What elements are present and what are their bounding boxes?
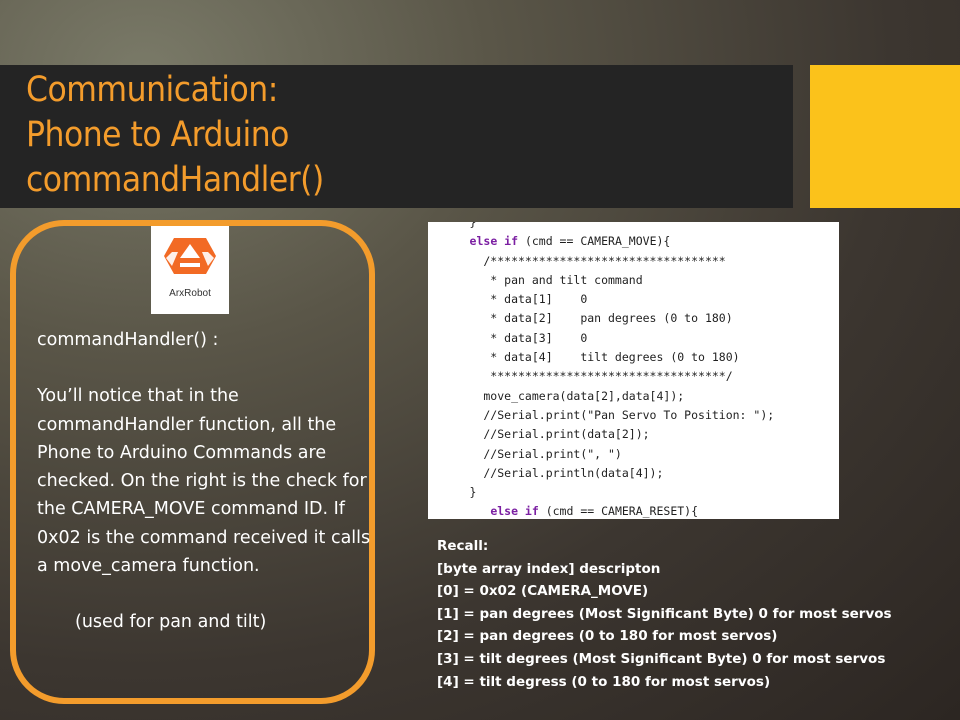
code-line: //Serial.println(data[4]); <box>483 465 664 480</box>
recall-line: [4] = tilt degress (0 to 180 for most se… <box>437 673 771 690</box>
recall-line: [0] = 0x02 (CAMERA_MOVE) <box>437 583 649 600</box>
usage-note: (used for pan and tilt) <box>75 612 267 633</box>
code-line: * pan and tilt command <box>490 272 643 287</box>
recall-line: [1] = pan degrees (Most Significant Byte… <box>437 605 892 622</box>
recall-line: [2] = pan degrees (0 to 180 for most ser… <box>437 628 778 645</box>
logo-label: ArxRobot <box>169 288 211 299</box>
code-line: move_camera(data[2],data[4]); <box>483 388 685 403</box>
code-line: /********************************** <box>483 253 726 268</box>
code-line: **********************************/ <box>490 369 733 384</box>
code-line: //Serial.print(", ") <box>483 446 622 461</box>
code-snippet: } else if (cmd == CAMERA_MOVE){ /*******… <box>428 222 839 519</box>
code-line: else if (cmd == CAMERA_RESET){ <box>490 504 699 519</box>
code-line: else if (cmd == CAMERA_MOVE){ <box>469 234 671 249</box>
recall-line: [3] = tilt degrees (Most Significant Byt… <box>437 650 886 667</box>
code-line: * data[4] tilt degrees (0 to 180) <box>490 350 740 365</box>
code-line: } <box>469 485 477 500</box>
code-line: //Serial.print(data[2]); <box>483 427 650 442</box>
code-line: //Serial.print("Pan Servo To Position: "… <box>483 407 775 422</box>
slide-title: Communication: Phone to Arduino commandH… <box>26 70 324 200</box>
recall-box: Recall: [byte array index] descripton [0… <box>437 535 957 693</box>
code-block: } else if (cmd == CAMERA_MOVE){ /*******… <box>428 222 775 519</box>
arxrobot-logo-icon <box>164 238 216 274</box>
code-line: * data[1] 0 <box>490 292 588 307</box>
code-line: * data[2] pan degrees (0 to 180) <box>490 311 733 326</box>
recall-line: [byte array index] descripton <box>437 560 661 577</box>
title-band <box>0 65 793 208</box>
left-body-text: commandHandler() : You’ll notice that in… <box>37 326 382 637</box>
code-line: * data[3] 0 <box>490 330 588 345</box>
arxrobot-logo: ArxRobot <box>151 226 229 314</box>
code-line: } <box>469 222 477 229</box>
accent-block <box>810 65 960 208</box>
explanation-paragraph: You’ll notice that in the commandHandler… <box>37 386 371 577</box>
section-heading: commandHandler() : <box>37 330 219 350</box>
recall-title: Recall: <box>437 538 489 554</box>
rounded-text-panel <box>10 220 375 704</box>
